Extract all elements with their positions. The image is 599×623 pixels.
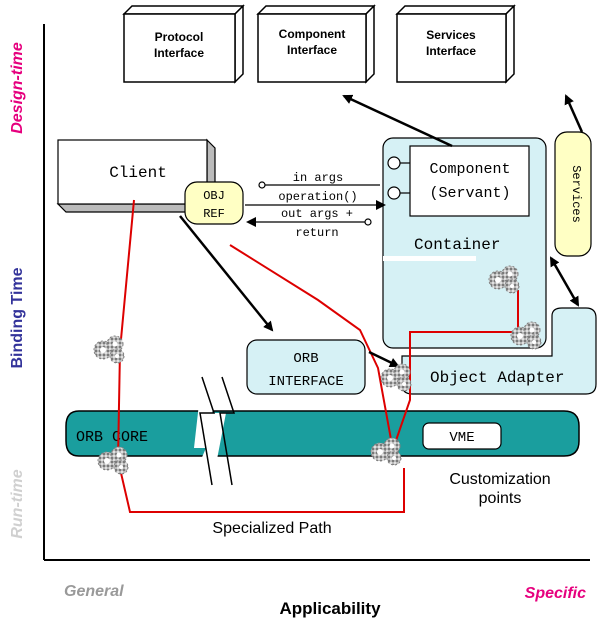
orb-core-label: ORB CORE <box>76 429 148 446</box>
facet-port-bottom <box>387 186 401 200</box>
container-label: Container <box>414 236 500 254</box>
return-label: return <box>295 226 338 240</box>
facet-port-top <box>387 156 401 170</box>
services-interface-box: Services Interface <box>395 4 516 84</box>
specific-label: Specific <box>525 585 586 602</box>
component-interface-box: Component Interface <box>256 4 376 84</box>
object-adapter-box: Object Adapter <box>401 307 597 395</box>
gear-icon <box>380 363 412 392</box>
out-args-label: out args + <box>281 207 353 221</box>
orb-interface-box: ORB INTERFACE <box>246 339 366 395</box>
services-interface-line2: Interface <box>426 44 476 58</box>
customization-line2: points <box>479 490 522 507</box>
applicability-label: Applicability <box>279 599 381 618</box>
component-servant-box: Component (Servant) <box>387 145 530 217</box>
orb-core-band: ORB CORE <box>65 410 580 457</box>
component-interface-line1: Component <box>279 27 346 41</box>
protocol-interface-box: Protocol Interface <box>122 4 245 84</box>
services-tab: Services <box>554 131 592 257</box>
operation-label: operation() <box>278 190 357 204</box>
client-box: Client <box>56 138 217 214</box>
run-time-label: Run-time <box>9 469 26 538</box>
obj-label: OBJ <box>203 189 225 203</box>
object-adapter-label: Object Adapter <box>430 369 564 387</box>
protocol-interface-line2: Interface <box>154 46 204 60</box>
servant-label: (Servant) <box>429 185 510 202</box>
in-args-label: in args <box>293 171 343 185</box>
specialized-path <box>116 199 519 513</box>
orb-label: ORB <box>293 351 318 367</box>
component-label: Component <box>429 161 510 178</box>
client-label: Client <box>109 164 167 182</box>
vme-box: VME <box>422 422 502 450</box>
call-arrows <box>245 181 386 227</box>
general-label: General <box>64 583 124 600</box>
component-interface-line2: Interface <box>287 43 337 57</box>
obj-ref-badge: OBJ REF <box>184 181 244 225</box>
ref-label: REF <box>203 207 225 221</box>
customization-line1: Customization <box>449 471 550 488</box>
services-interface-line1: Services <box>426 28 476 42</box>
dependency-arrows <box>179 94 584 368</box>
services-tab-label: Services <box>569 165 583 223</box>
specialized-path-label: Specialized Path <box>212 520 331 537</box>
interface-label: INTERFACE <box>268 374 344 390</box>
design-time-label: Design-time <box>9 42 26 134</box>
gear-icon <box>93 335 125 364</box>
binding-time-label: Binding Time <box>9 267 26 368</box>
axis-break-symbol <box>190 376 236 486</box>
protocol-interface-line1: Protocol <box>155 30 204 44</box>
vme-label: VME <box>449 430 474 446</box>
